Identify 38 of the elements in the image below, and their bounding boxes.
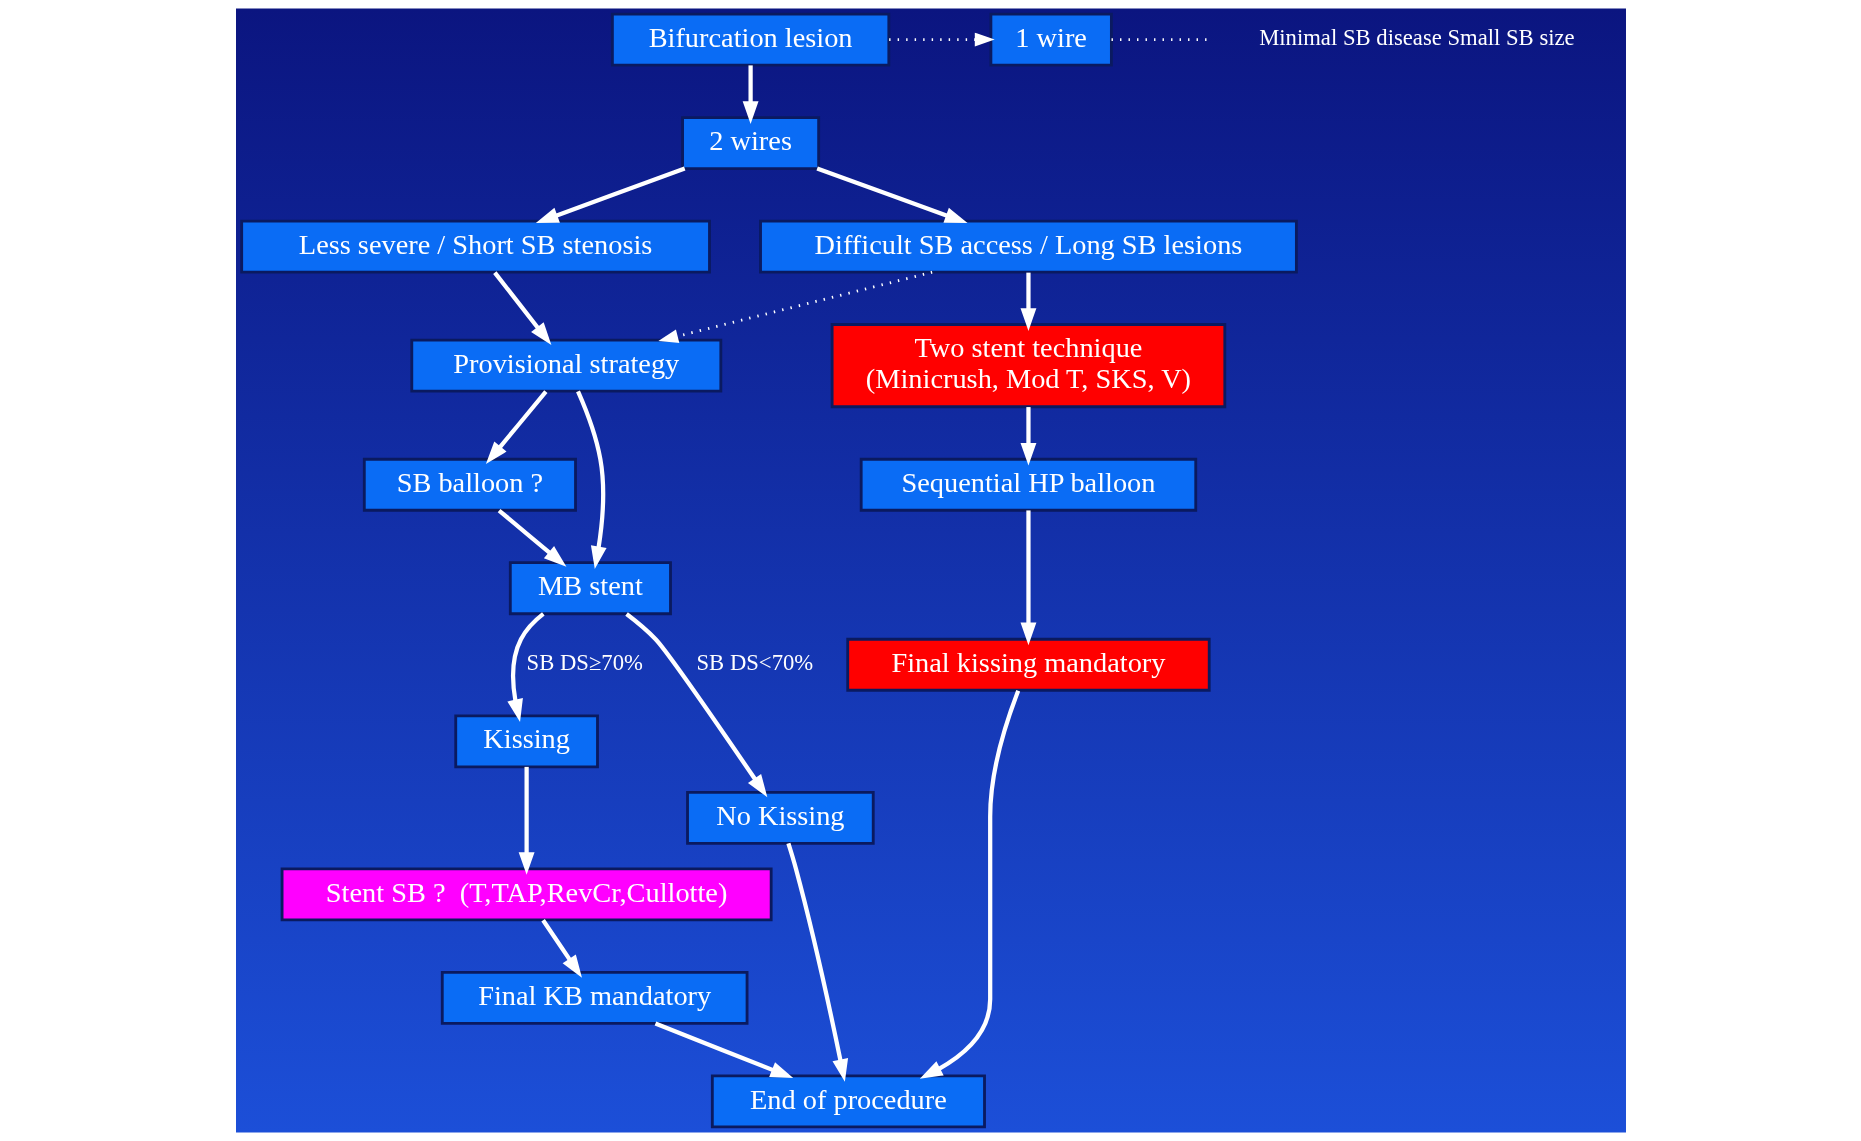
node-box: No Kissing	[685, 790, 875, 845]
node-box: Stent SB ? (T,TAP,RevCr,Cullotte)	[280, 867, 773, 922]
node-box: End of procedure	[710, 1074, 986, 1129]
arrow	[575, 390, 607, 569]
node-box: Bifurcation lesion	[610, 12, 890, 67]
node-box: Final kissing mandatory	[845, 637, 1211, 692]
node-box: 1 wire	[989, 12, 1113, 67]
arrow	[815, 166, 968, 224]
arrow	[485, 390, 547, 465]
node-box: Final KB mandatory	[440, 971, 748, 1025]
arrow	[654, 1021, 793, 1079]
arrow	[506, 612, 545, 722]
arrow	[518, 766, 535, 875]
arrow	[888, 32, 995, 47]
arrow	[497, 508, 566, 567]
edge-label: SB DS≥70%	[526, 650, 643, 676]
arrow	[1020, 272, 1036, 331]
arrow	[624, 612, 767, 798]
node-box: Provisional strategy	[409, 338, 722, 393]
node-box: MB stent	[508, 561, 672, 616]
edge-label: SB DS<70%	[695, 650, 813, 676]
arrow	[919, 689, 1020, 1079]
node-box: SB balloon ?	[362, 457, 577, 512]
arrow	[1020, 510, 1036, 646]
node-text: Minimal SB disease Small SB size	[1258, 24, 1575, 50]
arrow	[540, 919, 582, 978]
arrow	[535, 166, 685, 224]
node-box: Kissing	[453, 714, 599, 769]
node-box: 2 wires	[680, 116, 820, 170]
arrow	[657, 270, 932, 343]
node-box: Two stent technique (Minicrush, Mod T, SKS, V)	[830, 323, 1226, 409]
node-box: Less severe / Short SB stenosis	[239, 219, 711, 274]
arrow	[785, 842, 848, 1082]
arrow	[492, 271, 551, 346]
arrow	[1020, 407, 1036, 466]
arrow	[742, 65, 759, 124]
node-box: Difficult SB access / Long SB lesions	[758, 219, 1298, 274]
node-box: Sequential HP balloon	[859, 457, 1197, 512]
